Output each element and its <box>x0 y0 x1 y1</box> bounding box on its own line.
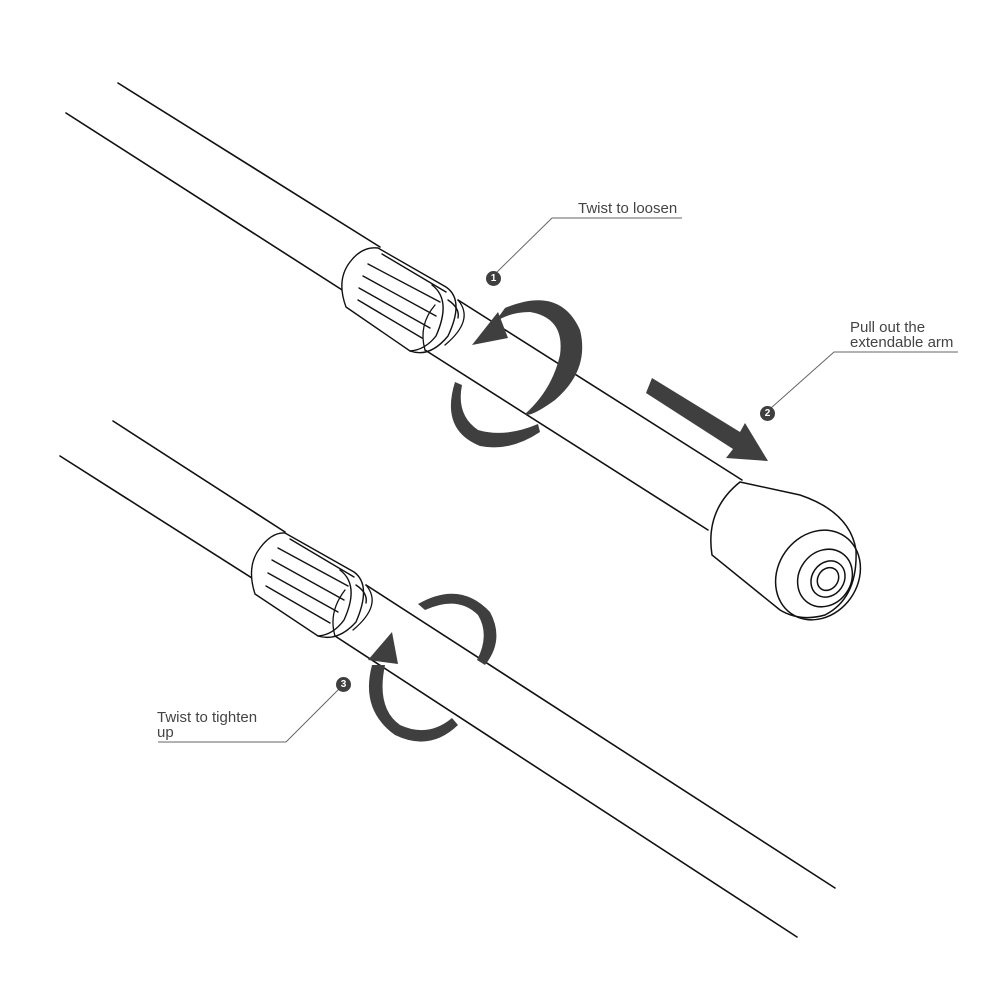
callout-line-step-2 <box>770 351 958 409</box>
step-2-label-line-2: extendable arm <box>850 334 954 351</box>
step-3-label-line-2: up <box>157 724 174 741</box>
pull-out-arrow <box>646 378 768 461</box>
step-2-badge: 2 <box>760 406 775 421</box>
step-2-label-line-1: Pull out the <box>850 319 926 336</box>
lower-outer-tube <box>59 420 286 581</box>
step-1-badge: 1 <box>486 271 501 286</box>
callout-line-step-3 <box>158 687 341 743</box>
lower-collar <box>250 532 367 639</box>
step-3-badge: 3 <box>336 677 351 692</box>
upper-outer-tube <box>65 82 381 296</box>
loosen-rotation-arrow <box>450 300 583 448</box>
lower-inner-arm <box>332 584 836 938</box>
step-1-label: Twist to loosen <box>578 201 677 216</box>
tighten-rotation-arrow <box>368 593 497 742</box>
step-3-label: Twist to tighten up <box>157 710 257 740</box>
upper-collar <box>341 247 459 354</box>
callout-line-step-1 <box>496 217 682 273</box>
step-2-label: Pull out the extendable arm <box>850 320 953 350</box>
step-1-label-line-1: Twist to loosen <box>578 200 678 217</box>
step-3-label-line-1: Twist to tighten <box>157 709 258 726</box>
upper-inner-arm <box>422 299 743 531</box>
rubber-end-cap <box>710 481 862 621</box>
